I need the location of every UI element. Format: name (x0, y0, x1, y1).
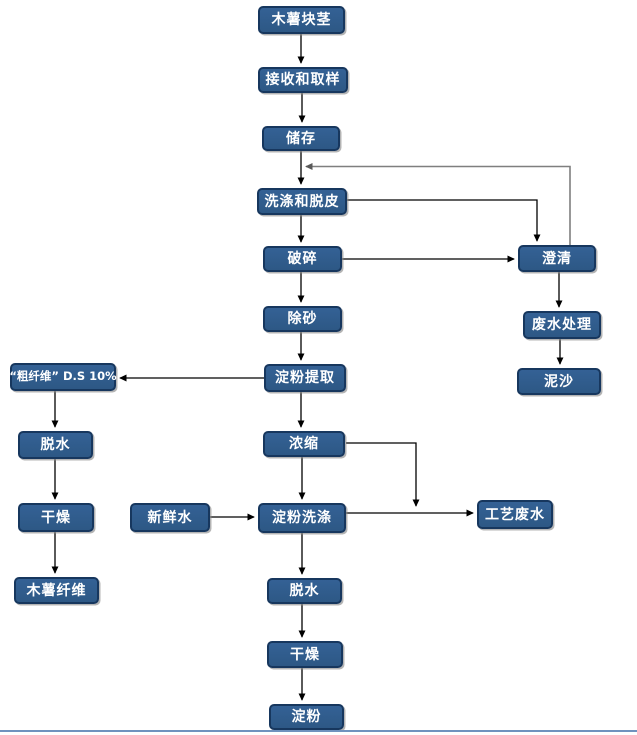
node-starch-extraction: 淀粉提取 (264, 364, 346, 392)
node-wastewater-treatment: 废水处理 (523, 311, 601, 339)
node-clarification: 澄清 (518, 245, 596, 272)
node-drying-starch: 干燥 (267, 641, 343, 668)
node-starch: 淀粉 (269, 704, 344, 730)
connector-washing-to-clarification (347, 199, 541, 242)
node-crude-fiber-ds10: “粗纤维” D.S 10% (9, 363, 117, 391)
node-starch-washing: 淀粉洗涤 (258, 503, 346, 533)
node-cassava-tubers: 木薯块茎 (258, 6, 345, 34)
node-sand-removal: 除砂 (263, 306, 342, 332)
connector-concentration-to-wastewater-junction (346, 442, 420, 507)
node-washing-peeling: 洗涤和脱皮 (257, 188, 347, 215)
node-drying-fiber: 干燥 (18, 503, 94, 532)
node-process-wastewater: 工艺废水 (477, 500, 553, 529)
node-crushing: 破碎 (263, 246, 342, 272)
node-storage: 储存 (262, 126, 340, 151)
node-cassava-fiber: 木薯纤维 (14, 577, 99, 604)
bottom-rule (0, 730, 637, 732)
node-concentration: 浓缩 (263, 431, 345, 457)
node-silt: 泥沙 (517, 368, 601, 395)
node-dewatering-fiber: 脱水 (18, 431, 93, 459)
node-receiving-sampling: 接收和取样 (258, 67, 348, 93)
node-dewatering-starch: 脱水 (267, 578, 342, 604)
node-fresh-water: 新鲜水 (130, 503, 210, 532)
